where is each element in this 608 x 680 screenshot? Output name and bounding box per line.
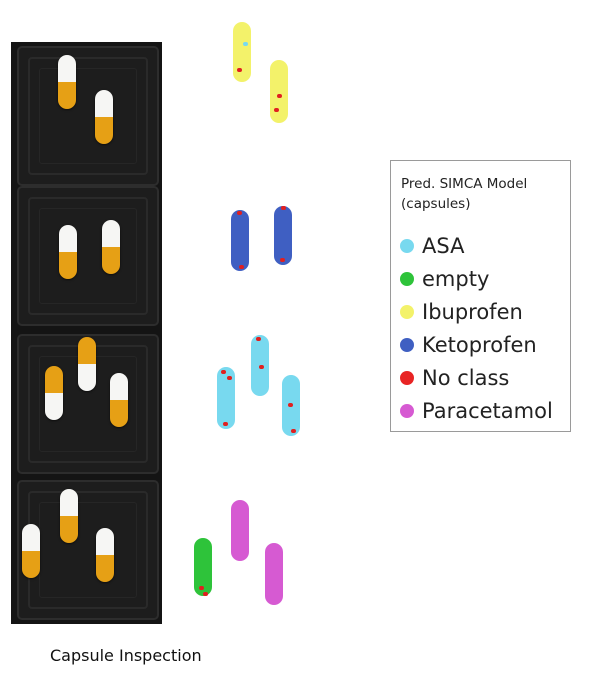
capsule [102,220,120,274]
classified-capsule-asa [251,335,269,396]
capsule [96,528,114,582]
classified-capsule-asa [217,367,235,429]
classified-capsule-ibuprofen [233,22,251,82]
legend-item-ibuprofen: Ibuprofen [400,295,553,328]
legend-dot-icon [400,238,414,253]
classification-map [188,20,308,625]
legend-dot-icon [400,370,414,385]
capsule [45,366,63,420]
capsule [22,524,40,578]
legend-item-empty: empty [400,262,553,295]
classified-capsule-ibuprofen [270,60,288,123]
figure-caption: Capsule Inspection [50,646,202,665]
legend-dot-icon [400,403,414,418]
legend-label: Ibuprofen [422,299,523,324]
legend-dot-icon [400,337,414,352]
legend-item-paracetamol: Paracetamol [400,394,553,427]
legend-label: empty [422,266,490,291]
legend-title-line2: (capsules) [401,196,471,212]
legend-item-no-class: No class [400,361,553,394]
legend: Pred. SIMCA Model (capsules) ASA empty I… [390,160,571,432]
capsule [58,55,76,109]
legend-label: Paracetamol [422,398,553,423]
legend-item-asa: ASA [400,229,553,262]
legend-label: No class [422,365,510,390]
tray-2 [17,186,159,326]
legend-label: ASA [422,233,465,258]
legend-items: ASA empty Ibuprofen Ketoprofen No class … [400,229,553,427]
legend-dot-icon [400,304,414,319]
capsule [59,225,77,279]
legend-label: Ketoprofen [422,332,537,357]
capsule [110,373,128,427]
capsule [78,337,96,391]
classified-capsule-paracetamol [265,543,283,605]
tray-1 [17,46,159,186]
capsule [95,90,113,144]
classified-capsule-paracetamol [231,500,249,561]
legend-title-line1: Pred. SIMCA Model [401,176,528,192]
legend-item-ketoprofen: Ketoprofen [400,328,553,361]
classified-capsule-ketoprofen [274,206,292,265]
capsule-tray-photo [11,42,162,624]
classified-capsule-empty [194,538,212,596]
capsule [60,489,78,543]
legend-title: Pred. SIMCA Model (capsules) [401,174,527,214]
classified-capsule-asa [282,375,300,436]
legend-dot-icon [400,271,414,286]
classified-capsule-ketoprofen [231,210,249,271]
